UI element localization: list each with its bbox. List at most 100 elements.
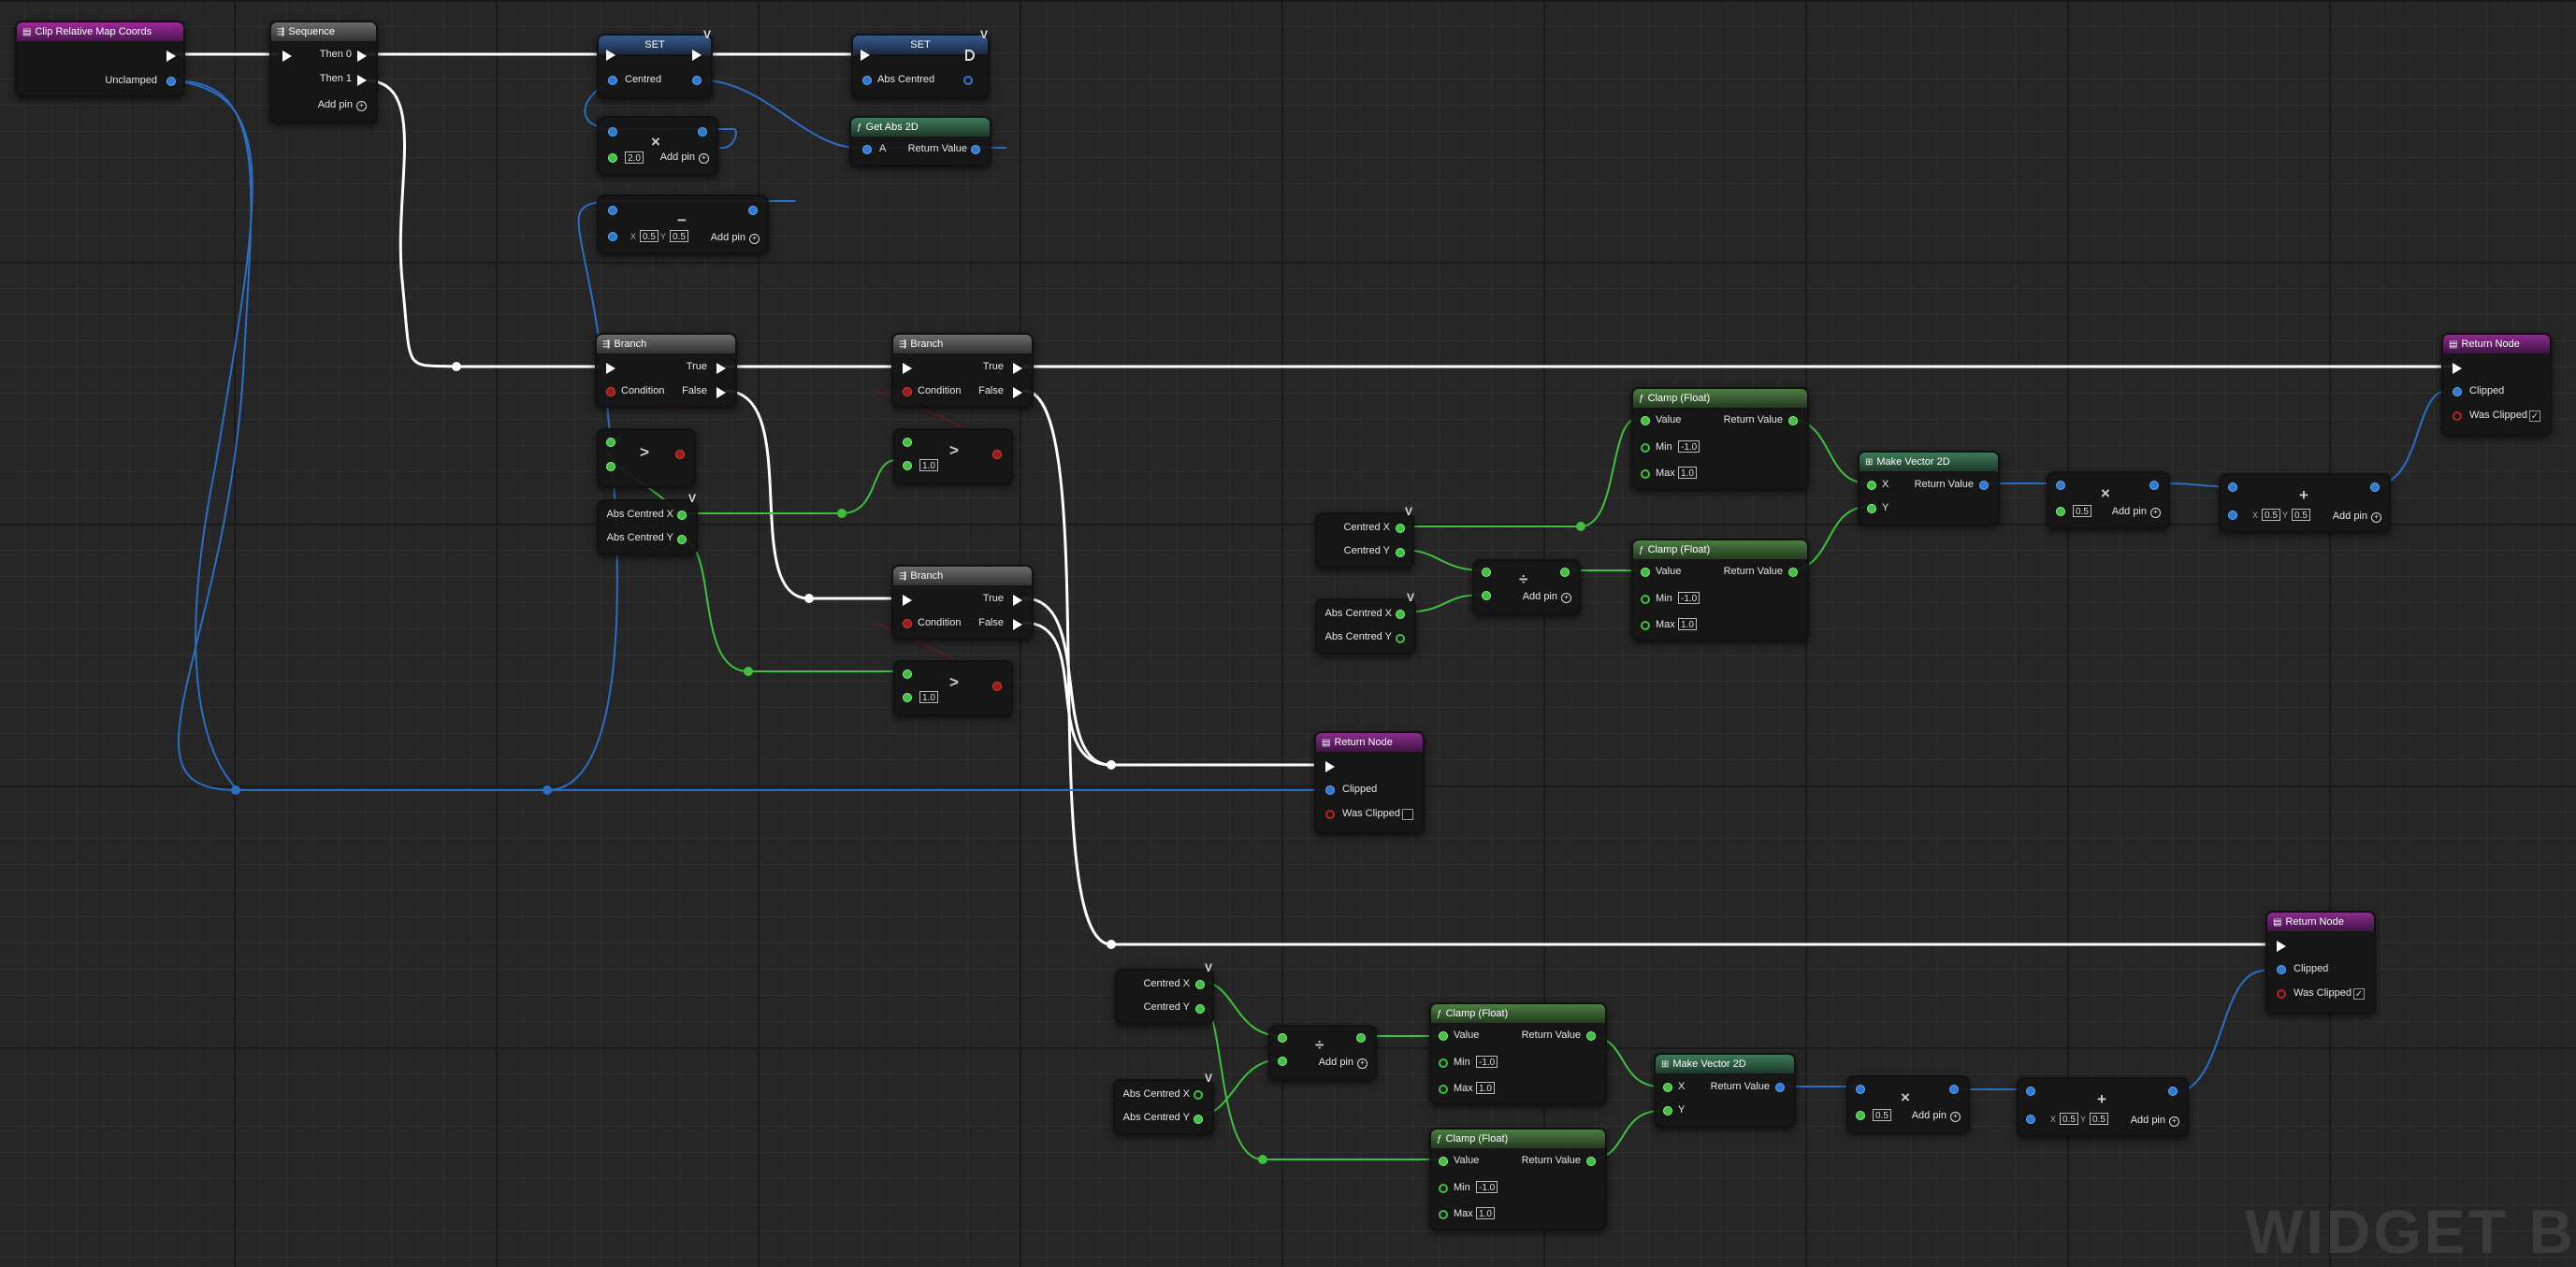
multiply-out-pin[interactable]: [1949, 1085, 1959, 1094]
min-in-pin[interactable]: [1439, 1184, 1448, 1193]
exec-in-pin[interactable]: [606, 50, 615, 61]
get-abs-centred-node-left[interactable]: V Abs Centred X Abs Centred Y: [597, 492, 698, 555]
abs-centred-in-pin[interactable]: [862, 76, 872, 85]
max-value-input[interactable]: 1.0: [1678, 467, 1697, 479]
max-value-input[interactable]: 1.0: [1476, 1082, 1495, 1094]
was-clipped-in-pin[interactable]: [2453, 411, 2462, 421]
subtract-node-top[interactable]: − X 0.5 Y 0.5 Add pin+: [597, 194, 769, 254]
then0-out-pin[interactable]: [357, 50, 367, 62]
divide-node-mid[interactable]: ÷ Add pin+: [1472, 559, 1581, 615]
exec-in-pin[interactable]: [903, 595, 912, 606]
unclamped-out-pin[interactable]: [166, 77, 176, 86]
add-out-pin[interactable]: [2168, 1087, 2178, 1096]
false-out-pin[interactable]: [716, 387, 726, 398]
abs-centred-out-pin[interactable]: [963, 76, 973, 85]
multiply-node-mid[interactable]: × 0.5 Add pin+: [2047, 471, 2170, 529]
divide-in-b-pin[interactable]: [1278, 1057, 1287, 1066]
greater-node-c[interactable]: 1.0 >: [893, 660, 1013, 716]
return-node-middle[interactable]: ▤Return Node Clipped Was Clipped: [1314, 731, 1425, 834]
min-in-pin[interactable]: [1439, 1058, 1448, 1068]
exec-in-pin[interactable]: [2277, 941, 2286, 952]
was-clipped-in-pin[interactable]: [1325, 810, 1335, 819]
add-pin-button[interactable]: Add pin+: [711, 232, 760, 244]
get-centred-node-bottom[interactable]: V Centred X Centred Y: [1115, 961, 1214, 1025]
condition-in-pin[interactable]: [606, 387, 615, 396]
return-value-out-pin[interactable]: [1586, 1031, 1596, 1041]
return-value-out-pin[interactable]: [971, 145, 980, 154]
false-out-pin[interactable]: [1013, 387, 1022, 398]
clipped-in-pin[interactable]: [2453, 387, 2462, 396]
exec-in-pin[interactable]: [606, 363, 615, 374]
abs-centred-y-out-pin[interactable]: [1396, 634, 1405, 643]
min-value-input[interactable]: -1.0: [1678, 440, 1700, 453]
exec-out-pin[interactable]: [166, 50, 176, 62]
branch-node-2[interactable]: ⇶Branch True Condition False: [891, 333, 1034, 408]
exec-in-pin[interactable]: [282, 50, 292, 62]
true-out-pin[interactable]: [1013, 595, 1022, 606]
subtract-in-a-pin[interactable]: [608, 206, 617, 215]
return-value-out-pin[interactable]: [1788, 416, 1798, 425]
add-node-bottom[interactable]: + X 0.5 Y 0.5 Add pin+: [2017, 1077, 2189, 1137]
value-in-pin[interactable]: [1641, 568, 1650, 577]
abs-centred-x-out-pin[interactable]: [677, 511, 687, 520]
set-centred-node[interactable]: SET V Centred: [597, 28, 713, 99]
subtract-out-pin[interactable]: [748, 206, 758, 215]
subtract-in-b-pin[interactable]: [608, 232, 617, 241]
sequence-node[interactable]: ⇶Sequence Then 0 Then 1 Add pin+: [269, 21, 378, 123]
add-out-pin[interactable]: [2370, 482, 2380, 492]
greater-in-b-pin[interactable]: [903, 693, 912, 702]
multiply-in-a-pin[interactable]: [2056, 481, 2065, 490]
exec-out-pin-unconnected[interactable]: [965, 50, 975, 61]
get-abs-centred-node-bottom[interactable]: V Abs Centred X Abs Centred Y: [1113, 1072, 1214, 1135]
min-value-input[interactable]: -1.0: [1678, 592, 1700, 604]
max-in-pin[interactable]: [1439, 1210, 1448, 1219]
was-clipped-checkbox[interactable]: [1402, 809, 1413, 820]
was-clipped-in-pin[interactable]: [2277, 989, 2286, 999]
y-value-input[interactable]: 0.5: [2090, 1113, 2108, 1125]
false-out-pin[interactable]: [1013, 619, 1022, 630]
abs-centred-x-out-pin[interactable]: [1396, 610, 1405, 619]
multiply-value-input[interactable]: 2.0: [625, 151, 644, 164]
add-node-mid[interactable]: + X 0.5 Y 0.5 Add pin+: [2219, 473, 2391, 533]
divide-out-pin[interactable]: [1560, 568, 1570, 577]
multiply-out-pin[interactable]: [698, 127, 707, 137]
min-in-pin[interactable]: [1641, 595, 1650, 604]
greater-node-a[interactable]: >: [597, 428, 696, 488]
x-value-input[interactable]: 0.5: [2262, 509, 2280, 521]
exec-in-pin[interactable]: [2453, 363, 2462, 374]
multiply-node-top[interactable]: × 2.0 Add pin+: [597, 116, 718, 176]
min-in-pin[interactable]: [1641, 443, 1650, 453]
make-vector-2d-node-mid[interactable]: ⊞Make Vector 2D X Return Value Y: [1858, 451, 2000, 526]
condition-in-pin[interactable]: [903, 619, 912, 628]
abs-centred-x-out-pin[interactable]: [1194, 1090, 1203, 1100]
y-in-pin[interactable]: [1663, 1106, 1672, 1116]
max-value-input[interactable]: 1.0: [1476, 1207, 1495, 1219]
was-clipped-checkbox[interactable]: ✓: [2529, 410, 2540, 422]
x-value-input[interactable]: 0.5: [2060, 1113, 2078, 1125]
condition-in-pin[interactable]: [903, 387, 912, 396]
centred-x-out-pin[interactable]: [1396, 524, 1405, 533]
true-out-pin[interactable]: [1013, 363, 1022, 374]
true-out-pin[interactable]: [716, 363, 726, 374]
was-clipped-checkbox[interactable]: ✓: [2353, 988, 2365, 1000]
return-value-out-pin[interactable]: [1788, 568, 1798, 577]
min-value-input[interactable]: -1.0: [1476, 1181, 1498, 1193]
greater-value-input[interactable]: 1.0: [919, 459, 938, 471]
max-in-pin[interactable]: [1439, 1085, 1448, 1094]
multiply-value-input[interactable]: 0.5: [2073, 505, 2091, 517]
max-value-input[interactable]: 1.0: [1678, 618, 1697, 630]
divide-in-a-pin[interactable]: [1278, 1033, 1287, 1043]
add-in-a-pin[interactable]: [2026, 1087, 2035, 1096]
return-node-top[interactable]: ▤Return Node Clipped Was Clipped ✓: [2441, 333, 2552, 436]
multiply-value-input[interactable]: 0.5: [1873, 1109, 1891, 1121]
x-value-input[interactable]: 0.5: [640, 230, 658, 242]
greater-in-a-pin[interactable]: [903, 438, 912, 447]
branch-node-3[interactable]: ⇶Branch True Condition False: [891, 565, 1034, 640]
multiply-node-bottom[interactable]: × 0.5 Add pin+: [1846, 1075, 1970, 1133]
add-pin-button[interactable]: Add pin+: [1319, 1057, 1368, 1069]
add-in-a-pin[interactable]: [2228, 482, 2237, 492]
y-value-input[interactable]: 0.5: [670, 230, 688, 242]
centred-in-pin[interactable]: [608, 76, 617, 85]
